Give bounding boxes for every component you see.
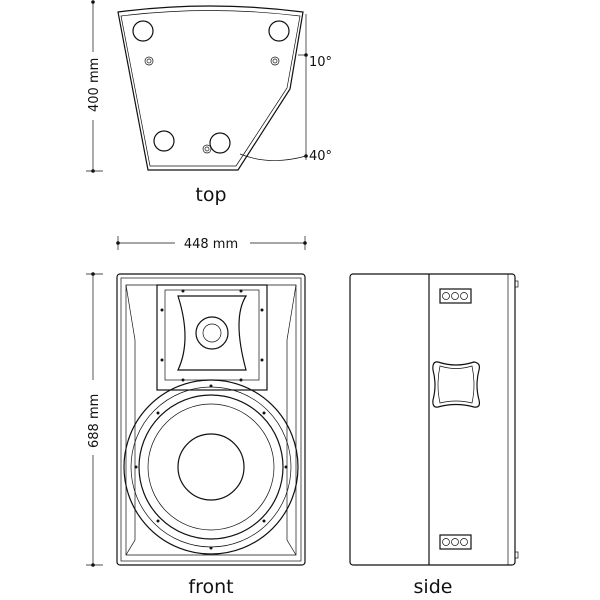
height-dimension-line: 688 mm xyxy=(86,272,103,567)
front-view: front xyxy=(116,273,306,598)
width-dimension-line: 448 mm xyxy=(116,236,307,252)
side-view-label: side xyxy=(414,576,453,598)
width-dimension: 448 mm xyxy=(184,237,238,252)
angle-10-label: 10° xyxy=(309,55,332,70)
front-view-label: front xyxy=(188,576,233,598)
side-view: side xyxy=(349,273,519,598)
angle-40-label: 40° xyxy=(309,149,332,164)
top-view: 10° 40° 400 mm top xyxy=(86,0,332,206)
depth-dimension: 400 mm xyxy=(87,58,102,112)
top-view-label: top xyxy=(195,184,226,206)
height-dimension: 688 mm xyxy=(87,394,102,448)
